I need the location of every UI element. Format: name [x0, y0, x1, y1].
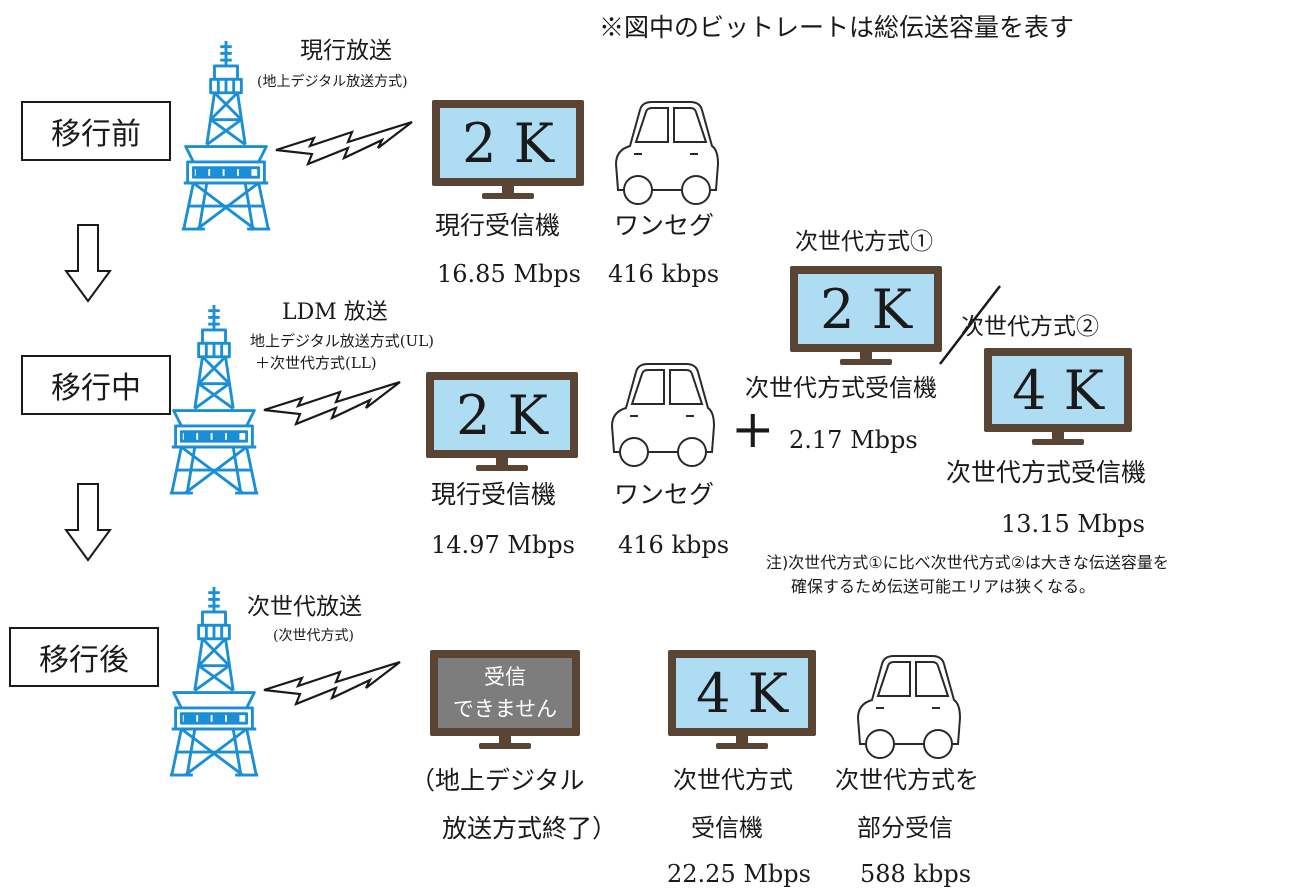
- footnote-line-1: 注)次世代方式①に比べ次世代方式②は大きな伝送容量を: [766, 553, 1169, 572]
- partial-reception-line-1: 次世代方式を: [835, 766, 979, 794]
- oneseg-label: ワンセグ: [614, 211, 715, 240]
- tv-screen: 2 K: [798, 274, 934, 344]
- tv-no-signal-screen: 受信 できません: [438, 658, 572, 728]
- tv-screen: 2 K: [440, 108, 576, 178]
- stage-during-box: 移行中: [21, 355, 171, 415]
- terrestrial-ended-line-2: 放送方式終了）: [442, 814, 618, 843]
- footnote-line-2: 確保するため伝送可能エリアは狭くなる。: [791, 577, 1096, 596]
- plus-icon: +: [731, 400, 775, 460]
- oneseg-rate: 416 kbps: [608, 260, 720, 288]
- oneseg-label: ワンセグ: [614, 480, 715, 509]
- tv-screen: 4 K: [676, 658, 808, 728]
- next-gen-1-rate: 2.17 Mbps: [789, 426, 918, 454]
- ldm-broadcast-subtitle-ul: 地上デジタル放送方式(UL): [250, 332, 435, 350]
- next-gen-receiver-rate: 22.25 Mbps: [667, 860, 811, 888]
- tv-2k-icon: 2 K: [426, 372, 578, 472]
- signal-wave-icon: [274, 120, 414, 180]
- tv-4k-icon: 4 K: [984, 348, 1132, 446]
- no-signal-line-2: できません: [452, 697, 558, 721]
- no-signal-line-1: 受信: [484, 665, 526, 689]
- ldm-broadcast-subtitle-ll: ＋次世代方式(LL): [255, 354, 377, 372]
- partial-reception-rate: 588 kbps: [860, 860, 972, 888]
- current-broadcast-title: 現行放送: [300, 38, 392, 64]
- current-broadcast-subtitle: (地上デジタル放送方式): [257, 74, 408, 90]
- terrestrial-ended-line-1: （地上デジタル: [410, 766, 585, 795]
- current-receiver-label: 現行受信機: [431, 480, 557, 509]
- tv-4k-icon: 4 K: [668, 650, 816, 750]
- tv-screen: 4 K: [992, 356, 1124, 424]
- tv-screen: 2 K: [434, 380, 570, 450]
- stage-after-label: 移行後: [39, 643, 129, 678]
- car-icon: [606, 98, 726, 208]
- separator-slash: [939, 285, 1001, 365]
- current-receiver-rate: 14.97 Mbps: [431, 531, 575, 559]
- stage-during-label: 移行中: [51, 371, 141, 406]
- next-gen-1-title: 次世代方式①: [795, 229, 933, 255]
- signal-wave-icon: [262, 660, 402, 720]
- current-receiver-rate: 16.85 Mbps: [437, 260, 581, 288]
- tv-no-signal-icon: 受信 できません: [430, 650, 580, 750]
- next-gen-1-receiver-label: 次世代方式受信機: [745, 374, 937, 402]
- broadcast-tower-icon: [178, 36, 274, 234]
- stage-after-box: 移行後: [9, 627, 159, 687]
- partial-reception-line-2: 部分受信: [857, 814, 953, 842]
- stage-before-label: 移行前: [51, 117, 141, 152]
- next-gen-receiver-line-2: 受信機: [691, 814, 763, 842]
- tv-2k-icon: 2 K: [432, 100, 584, 200]
- next-gen-receiver-line-1: 次世代方式: [673, 766, 793, 794]
- next-gen-2-title: 次世代方式②: [961, 314, 1099, 340]
- broadcast-tower-icon: [166, 300, 262, 498]
- next-gen-2-receiver-label: 次世代方式受信機: [946, 458, 1147, 487]
- current-receiver-label: 現行受信機: [435, 211, 561, 240]
- bitrate-note: ※図中のビットレートは総伝送容量を表す: [599, 13, 1075, 42]
- oneseg-rate: 416 kbps: [618, 531, 730, 559]
- car-icon: [848, 652, 968, 762]
- next-gen-2-rate: 13.15 Mbps: [1001, 510, 1145, 538]
- tv-2k-icon: 2 K: [790, 266, 942, 366]
- down-arrow-icon: [64, 224, 112, 303]
- signal-wave-icon: [262, 380, 402, 440]
- car-icon: [602, 360, 722, 470]
- down-arrow-icon: [64, 483, 112, 562]
- ldm-broadcast-title: LDM 放送: [282, 300, 388, 325]
- next-gen-broadcast-title: 次世代放送: [247, 594, 362, 620]
- next-gen-broadcast-subtitle: (次世代方式): [273, 628, 354, 644]
- stage-before-box: 移行前: [21, 101, 171, 161]
